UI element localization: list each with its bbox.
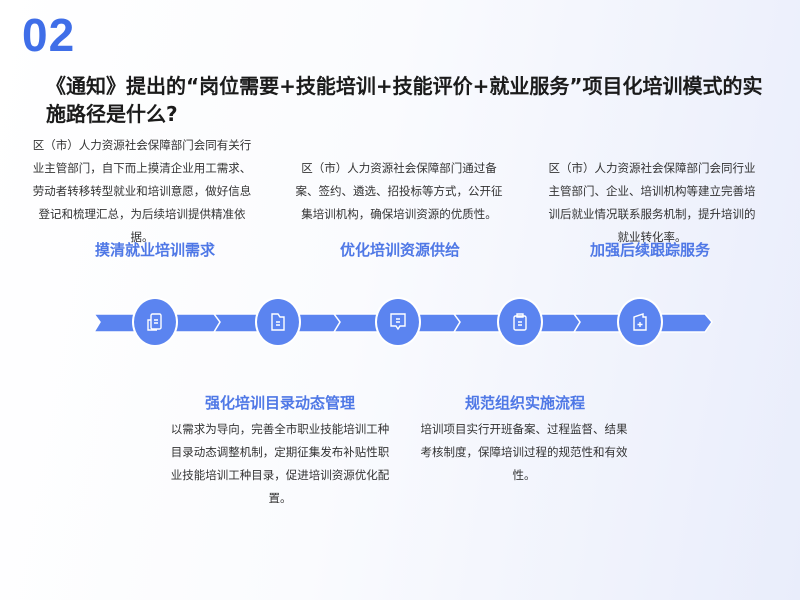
step-1-description: 区（市）人力资源社会保障部门会同有关行业主管部门，自下而上摸清企业用工需求、劳动… [32,138,252,244]
clipboard-icon [513,313,527,331]
step-3-title: 优化培训资源供给 [339,241,460,259]
section-number: 02 [22,9,76,61]
step-3-node [375,297,421,347]
step-1-node [132,297,178,347]
step-4-description: 培训项目实行开班备案、过程监督、结果考核制度，保障培训过程的规范性和有效性。 [420,422,628,482]
folder-icon [271,313,285,331]
step-2-description: 以需求为导向，完善全市职业技能培训工种目录动态调整机制，定期征集发布补贴性职业技… [170,422,390,505]
step-5-description: 区（市）人力资源社会保障部门会同行业主管部门、企业、培训机构等建立完善培训后就业… [548,161,756,244]
step-5-node [617,297,663,347]
page-title: 《通知》提出的“岗位需要+技能培训+技能评价+就业服务”项目化培训模式的实施路径… [46,74,763,126]
step-2-node [255,297,301,347]
step-4-title: 规范组织实施流程 [464,394,585,412]
book-plus-icon [633,313,647,331]
step-5-title: 加强后续跟踪服务 [589,241,710,259]
step-1-title: 摸清就业培训需求 [94,241,215,259]
message-icon [390,313,406,331]
step-2-title: 强化培训目录动态管理 [204,394,355,412]
document-icon [147,313,162,331]
step-4-node [497,297,543,347]
step-3-description: 区（市）人力资源社会保障部门通过备案、签约、遴选、招投标等方式，公开征集培训机构… [295,161,503,221]
